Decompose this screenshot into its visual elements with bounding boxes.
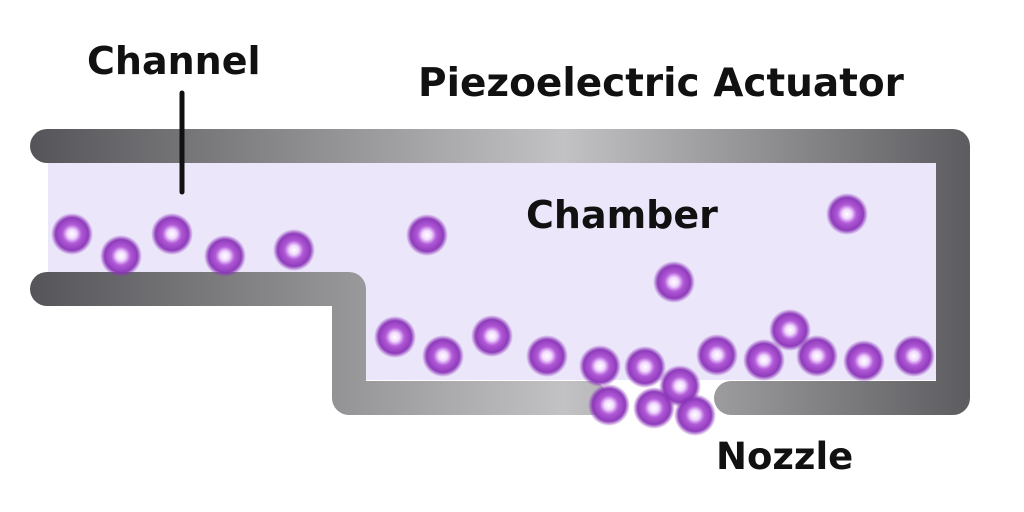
ink-particle [526,335,568,377]
ink-particle [406,214,448,256]
chamber-label: Chamber [526,193,718,237]
ink-particle [769,309,811,351]
ink-particle [826,193,868,235]
ink-particle [588,384,630,426]
ink-particle [151,213,193,255]
ink-particle [843,340,885,382]
ink-particle [204,235,246,277]
ink-particle [422,335,464,377]
ink-particle [579,345,621,387]
actuator-wall [30,129,970,415]
ink-particle [374,316,416,358]
channel-label: Channel [87,39,261,83]
ink-particle [696,334,738,376]
ink-particle [624,346,666,388]
ink-particle [893,335,935,377]
ink-particle [633,387,675,429]
ink-particle [796,335,838,377]
channel-floor-wall [30,272,607,415]
fluid-fill [48,158,940,380]
ink-particle [674,394,716,436]
ink-particle [471,315,513,357]
ink-particle [51,213,93,255]
ink-particle [273,229,315,271]
ink-particles [51,193,935,436]
piezoelectric-actuator-label: Piezoelectric Actuator [418,61,904,106]
nozzle-label: Nozzle [716,435,854,478]
printhead-walls [30,129,970,415]
ink-particle [743,339,785,381]
ink-particle [100,235,142,277]
ink-particle [653,261,695,303]
